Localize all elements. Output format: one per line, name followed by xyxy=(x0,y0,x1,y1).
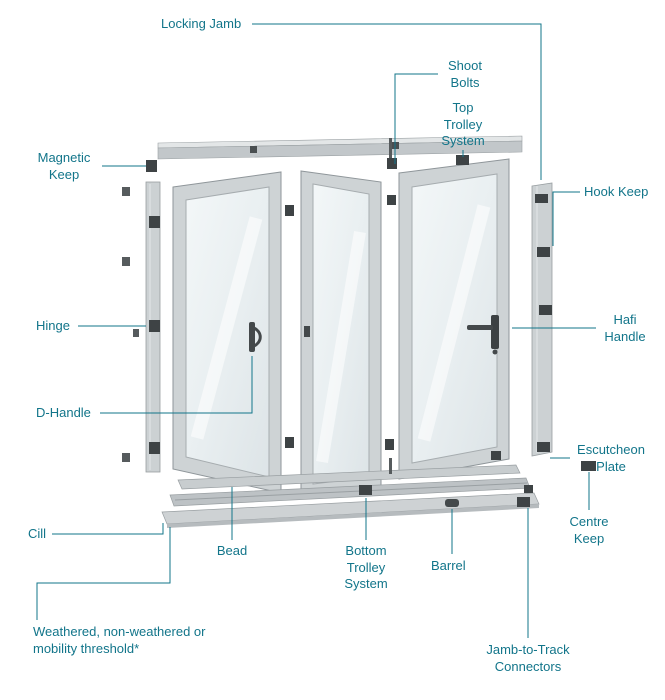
door-panel-left xyxy=(172,171,282,494)
locking-jamb-bar xyxy=(531,182,553,457)
hinge-pins xyxy=(122,187,139,462)
label-locking-jamb: Locking Jamb xyxy=(161,16,242,31)
leader-threshold xyxy=(36,527,171,620)
door-panel-right xyxy=(398,158,510,480)
label-jamb-to-track-connectors: Jamb-to-Track Connectors xyxy=(486,642,570,674)
leader-cill xyxy=(52,523,164,535)
label-bottom-trolley-system: Bottom Trolley System xyxy=(344,543,388,592)
label-top-trolley-system: Top Trolley System xyxy=(441,100,485,149)
label-shoot-bolts: Shoot Bolts xyxy=(448,58,482,90)
door-hardware xyxy=(249,138,596,507)
leader-locking-jamb xyxy=(252,23,542,180)
label-escutcheon-plate: Escutcheon Plate xyxy=(577,442,645,474)
label-hafi-handle: Hafi Handle xyxy=(604,312,646,344)
label-barrel: Barrel xyxy=(431,558,466,573)
leader-shoot-bolts xyxy=(394,73,438,164)
label-centre-keep: Centre Keep xyxy=(569,514,609,546)
label-magnetic-keep: Magnetic Keep xyxy=(37,150,91,182)
label-bead: Bead xyxy=(216,543,248,558)
left-jamb xyxy=(145,160,161,473)
leader-hook-keep xyxy=(552,191,580,246)
door-panel-middle xyxy=(300,170,382,498)
label-threshold: Weathered, non-weathered or mobility thr… xyxy=(33,624,206,656)
label-hinge: Hinge xyxy=(36,318,70,333)
bottom-tracks xyxy=(161,464,540,528)
label-hook-keep: Hook Keep xyxy=(584,184,649,199)
leader-d-handle xyxy=(100,356,253,414)
label-cill: Cill xyxy=(28,526,47,541)
leader-lines xyxy=(36,23,596,638)
label-d-handle: D-Handle xyxy=(36,405,91,420)
